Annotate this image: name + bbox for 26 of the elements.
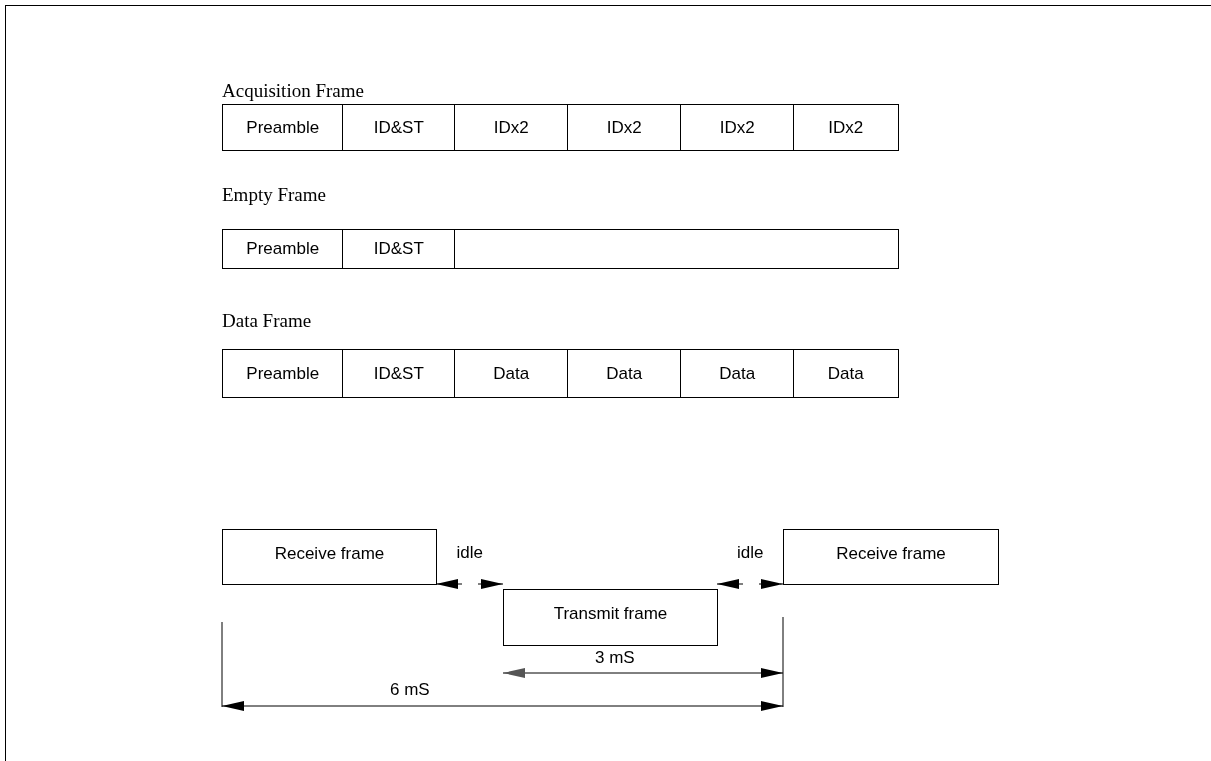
field-cell: Preamble [222, 229, 344, 269]
field-cell: Data [454, 349, 569, 398]
dimension-label: 6 mS [390, 680, 430, 700]
edge-label: idle [456, 543, 483, 563]
frame-box: Receive frame [222, 529, 437, 585]
field-cell: Data [567, 349, 682, 398]
field-cell: Data [680, 349, 795, 398]
frame-title: Empty Frame [222, 184, 326, 206]
frame-box: Receive frame [783, 529, 999, 585]
field-cell: IDx2 [567, 104, 682, 151]
frame-title: Data Frame [222, 310, 312, 332]
dimension-label: 3 mS [595, 648, 635, 668]
field-cell: ID&ST [342, 229, 456, 269]
arrow [435, 579, 504, 589]
field-cell: IDx2 [454, 104, 569, 151]
field-cell: Preamble [222, 349, 344, 398]
edge-label: idle [737, 543, 764, 563]
frame-title: Acquisition Frame [222, 80, 364, 102]
field-cell: IDx2 [680, 104, 795, 151]
field-cell: Data [793, 349, 899, 398]
frame-box: Transmit frame [503, 589, 718, 646]
field-cell: Preamble [222, 104, 344, 151]
field-cell: ID&ST [342, 349, 456, 398]
arrow [716, 579, 784, 589]
field-cell: IDx2 [793, 104, 899, 151]
field-cell: ID&ST [342, 104, 456, 151]
